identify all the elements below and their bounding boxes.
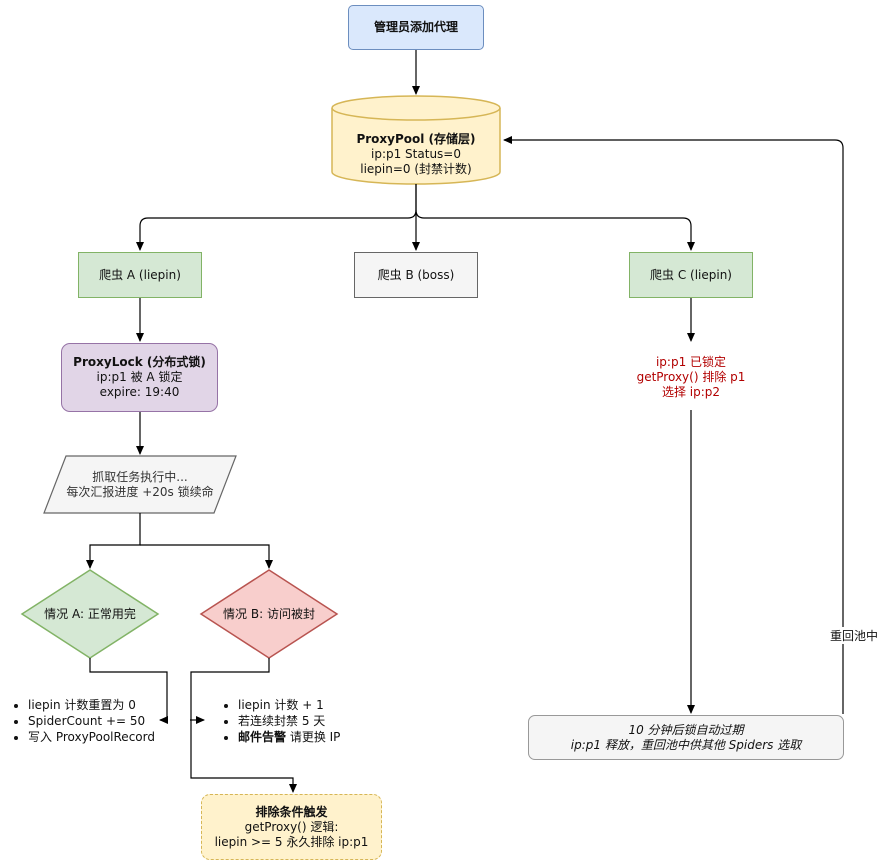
- spider-b-node: 爬虫 B (boss): [354, 252, 478, 298]
- spider-c-node: 爬虫 C (liepin): [629, 252, 753, 298]
- proxylock-owner: ip:p1 被 A 锁定: [96, 370, 183, 384]
- edge-case-a-to-list: [89, 658, 168, 724]
- list-item: SpiderCount += 50: [28, 713, 168, 729]
- edge-case-b-to-exclude: [190, 658, 297, 793]
- task-line1: 抓取任务执行中...: [92, 470, 188, 484]
- lock-expire-line2: ip:p1 释放，重回池中供其他 Spiders 选取: [570, 737, 802, 752]
- list-item: liepin 计数重置为 0: [28, 697, 168, 713]
- proxypool-cylinder-shape: [331, 95, 501, 185]
- list-item: 写入 ProxyPoolRecord: [28, 729, 168, 745]
- spider-a-label: 爬虫 A (liepin): [99, 267, 181, 282]
- proxylock-expire: expire: 19:40: [99, 385, 180, 399]
- exclude-line1: getProxy() 逻辑:: [244, 819, 339, 834]
- proxylock-node: ProxyLock (分布式锁) ip:p1 被 A 锁定 expire: 19…: [61, 343, 218, 412]
- return-to-pool-text: 重回池中: [830, 629, 879, 643]
- mail-alert-label: 邮件告警: [238, 730, 287, 744]
- case-a-result-list: liepin 计数重置为 0 SpiderCount += 50 写入 Prox…: [12, 697, 168, 745]
- task-node: 抓取任务执行中... 每次汇报进度 +20s 锁续命: [48, 458, 232, 512]
- spider-b-label: 爬虫 B (boss): [377, 267, 455, 282]
- proxypool-ban-count: liepin=0 (封禁计数): [360, 161, 472, 176]
- edge-expire-to-pool: [503, 136, 844, 714]
- proxypool-status: ip:p1 Status=0: [371, 146, 461, 161]
- lock-expire-node: 10 分钟后锁自动过期 ip:p1 释放，重回池中供其他 Spiders 选取: [528, 715, 844, 760]
- spider-a-node: 爬虫 A (liepin): [78, 252, 202, 298]
- case-a-label: 情况 A: 正常用完: [44, 606, 136, 621]
- case-b-result-list: liepin 计数 + 1 若连续封禁 5 天 邮件告警 请更换 IP: [222, 697, 408, 745]
- case-a-node: 情况 A: 正常用完: [22, 600, 158, 628]
- exclude-line2: liepin >= 5 永久排除 ip:p1: [214, 834, 369, 849]
- edge-pool-to-spider-a: [136, 184, 417, 251]
- spider-c-note: ip:p1 已锁定 getProxy() 排除 p1 选择 ip:p2: [611, 350, 771, 404]
- exclude-condition-node: 排除条件触发 getProxy() 逻辑: liepin >= 5 永久排除 i…: [201, 794, 382, 860]
- list-item: 邮件告警 请更换 IP: [238, 729, 408, 745]
- spider-c-label: 爬虫 C (liepin): [650, 267, 732, 282]
- proxypool-node: ProxyPool (存储层) ip:p1 Status=0 liepin=0 …: [332, 124, 500, 184]
- admin-add-proxy-label: 管理员添加代理: [373, 20, 458, 34]
- case-b-node: 情况 B: 访问被封: [201, 600, 337, 628]
- edge-pool-to-spider-c: [415, 209, 695, 251]
- spider-c-note-line1: ip:p1 已锁定: [655, 354, 727, 369]
- list-item: 若连续封禁 5 天: [238, 713, 408, 729]
- case-b-label: 情况 B: 访问被封: [223, 606, 315, 621]
- task-line2: 每次汇报进度 +20s 锁续命: [66, 485, 214, 499]
- edge-task-to-case-b: [140, 544, 273, 569]
- exclude-title: 排除条件触发: [255, 804, 328, 819]
- spider-c-note-line3: 选择 ip:p2: [661, 384, 721, 399]
- mail-alert-rest: 请更换 IP: [286, 730, 341, 744]
- spider-c-note-line2: getProxy() 排除 p1: [636, 369, 746, 384]
- return-to-pool-label: 重回池中: [828, 627, 881, 644]
- proxypool-title: ProxyPool (存储层): [356, 131, 476, 146]
- list-item: liepin 计数 + 1: [238, 697, 408, 713]
- admin-add-proxy-node: 管理员添加代理: [348, 5, 484, 50]
- edge-task-to-case-a: [86, 513, 141, 569]
- lock-expire-line1: 10 分钟后锁自动过期: [628, 722, 744, 737]
- proxylock-title: ProxyLock (分布式锁): [73, 355, 206, 369]
- task-parallelogram-shape: [43, 455, 237, 514]
